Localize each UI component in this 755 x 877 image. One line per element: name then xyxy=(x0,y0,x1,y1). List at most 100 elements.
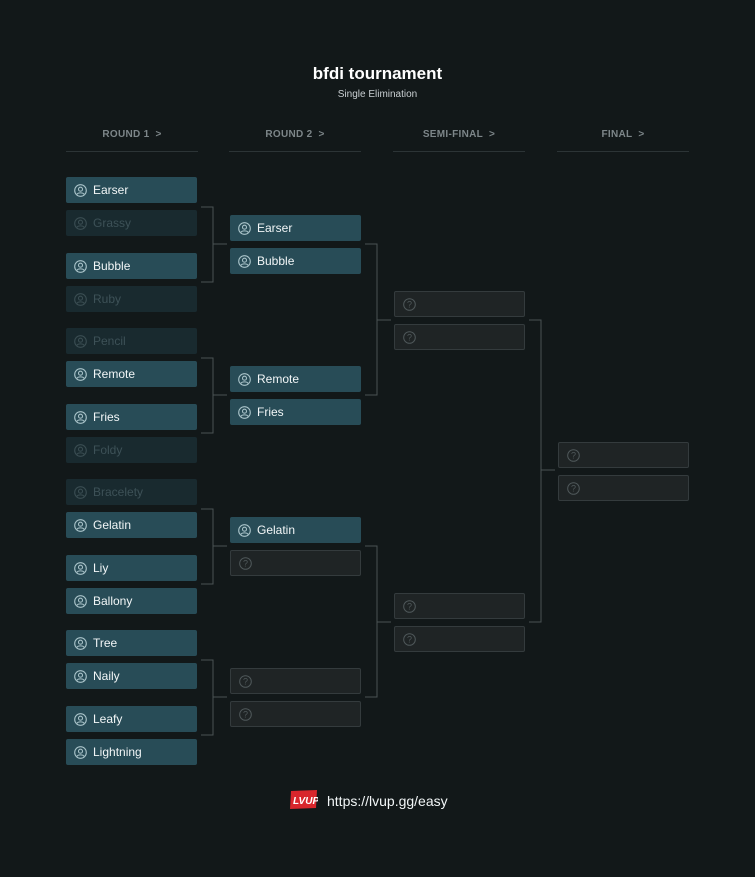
round-header-final[interactable]: FINAL > xyxy=(557,129,689,152)
user-icon xyxy=(74,443,87,457)
user-icon xyxy=(238,405,251,419)
connector-r1-match3 xyxy=(201,508,227,585)
svg-text:?: ? xyxy=(243,676,248,686)
participant-name: Foldy xyxy=(93,443,123,457)
semi-final-slot[interactable]: ? xyxy=(394,291,525,317)
round-header-round-2[interactable]: ROUND 2 > xyxy=(229,129,361,152)
round-1-slot[interactable]: Earser xyxy=(66,177,197,203)
user-icon xyxy=(74,745,87,759)
tournament-format: Single Elimination xyxy=(337,89,418,100)
round-1-slot[interactable]: Foldy xyxy=(66,437,197,463)
chevron-right-icon: > xyxy=(638,129,645,140)
user-icon xyxy=(238,372,251,386)
round-label: SEMI-FINAL xyxy=(422,129,484,140)
connector-r1-match1 xyxy=(201,206,227,283)
tournament-title: bfdi tournament xyxy=(312,64,443,83)
round-1-slot[interactable]: Grassy xyxy=(66,210,197,236)
chevron-right-icon: > xyxy=(489,129,496,140)
participant-name: Liy xyxy=(93,561,109,575)
user-icon xyxy=(74,594,87,608)
round-1-slot[interactable]: Tree xyxy=(66,630,197,656)
participant-name: Bubble xyxy=(93,259,131,273)
user-icon xyxy=(74,367,87,381)
connector-r1-match2 xyxy=(201,357,227,434)
round-label: FINAL xyxy=(601,129,633,140)
svg-text:?: ? xyxy=(243,709,248,719)
round-1-slot[interactable]: Bubble xyxy=(66,253,197,279)
participant-name: Remote xyxy=(257,372,300,386)
round-1-slot[interactable]: Ballony xyxy=(66,588,197,614)
user-icon xyxy=(238,254,251,268)
user-icon xyxy=(74,561,87,575)
user-icon xyxy=(74,636,87,650)
participant-name: Gelatin xyxy=(93,518,132,532)
question-icon: ? xyxy=(403,297,416,311)
round-1-slot[interactable]: Pencil xyxy=(66,328,197,354)
participant-name: Fries xyxy=(257,405,284,419)
round-label: ROUND 2 xyxy=(265,129,313,140)
participant-name: Grassy xyxy=(93,216,132,230)
participant-name: Bracelety xyxy=(93,485,144,499)
semi-final-slot[interactable]: ? xyxy=(394,324,525,350)
round-1-slot[interactable]: Leafy xyxy=(66,706,197,732)
participant-name: Ruby xyxy=(93,292,122,306)
user-icon xyxy=(74,485,87,499)
participant-name: Naily xyxy=(93,669,120,683)
semi-final-slot[interactable]: ? xyxy=(394,626,525,652)
connector-r1-match4 xyxy=(201,659,227,736)
round-1-slot[interactable]: Naily xyxy=(66,663,197,689)
round-1-slot[interactable]: Ruby xyxy=(66,286,197,312)
question-icon: ? xyxy=(403,599,416,613)
participant-name: Earser xyxy=(257,221,293,235)
question-icon: ? xyxy=(567,481,580,495)
user-icon xyxy=(74,292,87,306)
connector-semi xyxy=(529,319,555,623)
tournament-link[interactable]: https://lvup.gg/easy xyxy=(327,793,448,809)
round-1-slot[interactable]: Lightning xyxy=(66,739,197,765)
svg-text:?: ? xyxy=(407,332,412,342)
participant-name: Earser xyxy=(93,183,129,197)
lvup-logo[interactable]: LVUP xyxy=(290,790,318,809)
round-2-slot[interactable]: Bubble xyxy=(230,248,361,274)
svg-text:LVUP: LVUP xyxy=(293,796,318,807)
svg-text:?: ? xyxy=(407,601,412,611)
svg-text:?: ? xyxy=(407,299,412,309)
round-label: ROUND 1 xyxy=(102,129,150,140)
svg-text:?: ? xyxy=(571,450,576,460)
question-icon: ? xyxy=(239,707,252,721)
semi-final-slot[interactable]: ? xyxy=(394,593,525,619)
final-slot[interactable]: ? xyxy=(558,475,689,501)
round-header-semi-final[interactable]: SEMI-FINAL > xyxy=(393,129,525,152)
participant-name: Bubble xyxy=(257,254,295,268)
round-1-slot[interactable]: Remote xyxy=(66,361,197,387)
connector-r2-match2 xyxy=(365,545,391,698)
round-2-slot[interactable]: Fries xyxy=(230,399,361,425)
chevron-right-icon: > xyxy=(318,129,325,140)
round-2-slot[interactable]: Earser xyxy=(230,215,361,241)
user-icon xyxy=(238,523,251,537)
user-icon xyxy=(74,259,87,273)
participant-name: Gelatin xyxy=(257,523,296,537)
user-icon xyxy=(74,518,87,532)
round-header-round-1[interactable]: ROUND 1> xyxy=(66,129,198,152)
participant-name: Ballony xyxy=(93,594,133,608)
user-icon xyxy=(74,334,87,348)
round-2-slot[interactable]: ? xyxy=(230,668,361,694)
round-2-slot[interactable]: Gelatin xyxy=(230,517,361,543)
round-1-slot[interactable]: Bracelety xyxy=(66,479,197,505)
question-icon: ? xyxy=(239,674,252,688)
final-slot[interactable]: ? xyxy=(558,442,689,468)
round-2-slot[interactable]: ? xyxy=(230,550,361,576)
round-2-slot[interactable]: Remote xyxy=(230,366,361,392)
user-icon xyxy=(74,712,87,726)
question-icon: ? xyxy=(239,556,252,570)
svg-text:?: ? xyxy=(571,483,576,493)
user-icon xyxy=(74,410,87,424)
round-1-slot[interactable]: Fries xyxy=(66,404,197,430)
user-icon xyxy=(74,183,87,197)
round-1-slot[interactable]: Liy xyxy=(66,555,197,581)
user-icon xyxy=(238,221,251,235)
round-1-slot[interactable]: Gelatin xyxy=(66,512,197,538)
round-2-slot[interactable]: ? xyxy=(230,701,361,727)
